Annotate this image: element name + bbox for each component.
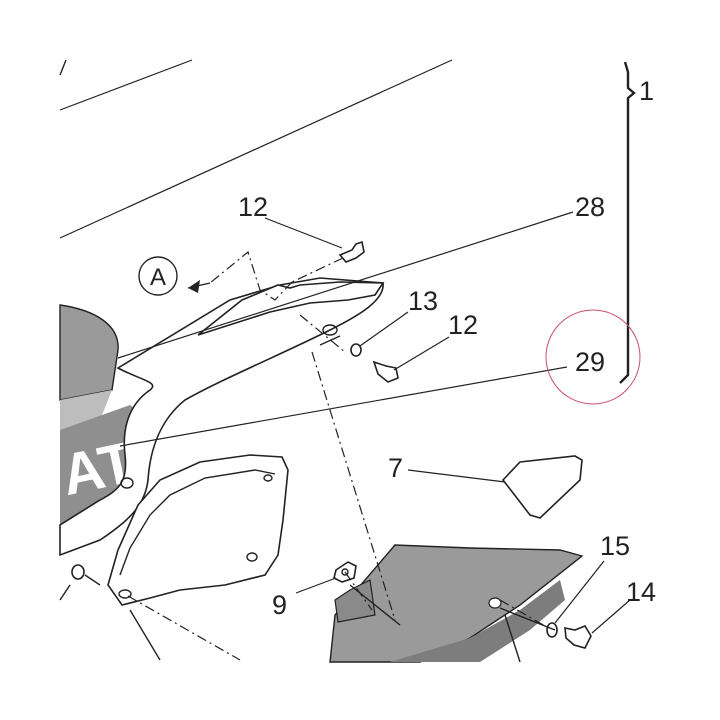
callout-29: 29 (575, 347, 605, 377)
callout-9: 9 (272, 590, 287, 620)
callout-7: 7 (388, 453, 403, 483)
leader-lines (117, 211, 631, 634)
part-29-side-panel (59, 277, 384, 557)
view-marker-label: A (150, 264, 166, 291)
callout-14: 14 (626, 577, 656, 607)
view-marker-a: A (138, 256, 178, 296)
assembly-lines (59, 250, 556, 663)
inner-cover-panel (107, 454, 289, 606)
lower-right-fairing (329, 544, 584, 663)
part-7-pad (501, 455, 583, 519)
callout-labels: 1 28 12 13 12 29 7 9 15 14 (238, 76, 656, 620)
callout-13: 13 (408, 286, 438, 316)
screw-14 (564, 625, 592, 649)
washer-left (71, 564, 85, 580)
screw-12-upper (338, 240, 365, 263)
part-28-bracket (197, 281, 385, 336)
callout-28: 28 (575, 192, 605, 222)
assembly-bracket (619, 61, 636, 384)
callout-12-upper: 12 (238, 192, 268, 222)
callout-15: 15 (600, 531, 630, 561)
callout-1: 1 (639, 76, 654, 106)
highlight-circle (545, 309, 641, 405)
callout-12-lower: 12 (448, 310, 478, 340)
washer-13 (350, 343, 362, 357)
screw-12-lower (372, 360, 399, 383)
body-outline-lines (59, 59, 453, 239)
